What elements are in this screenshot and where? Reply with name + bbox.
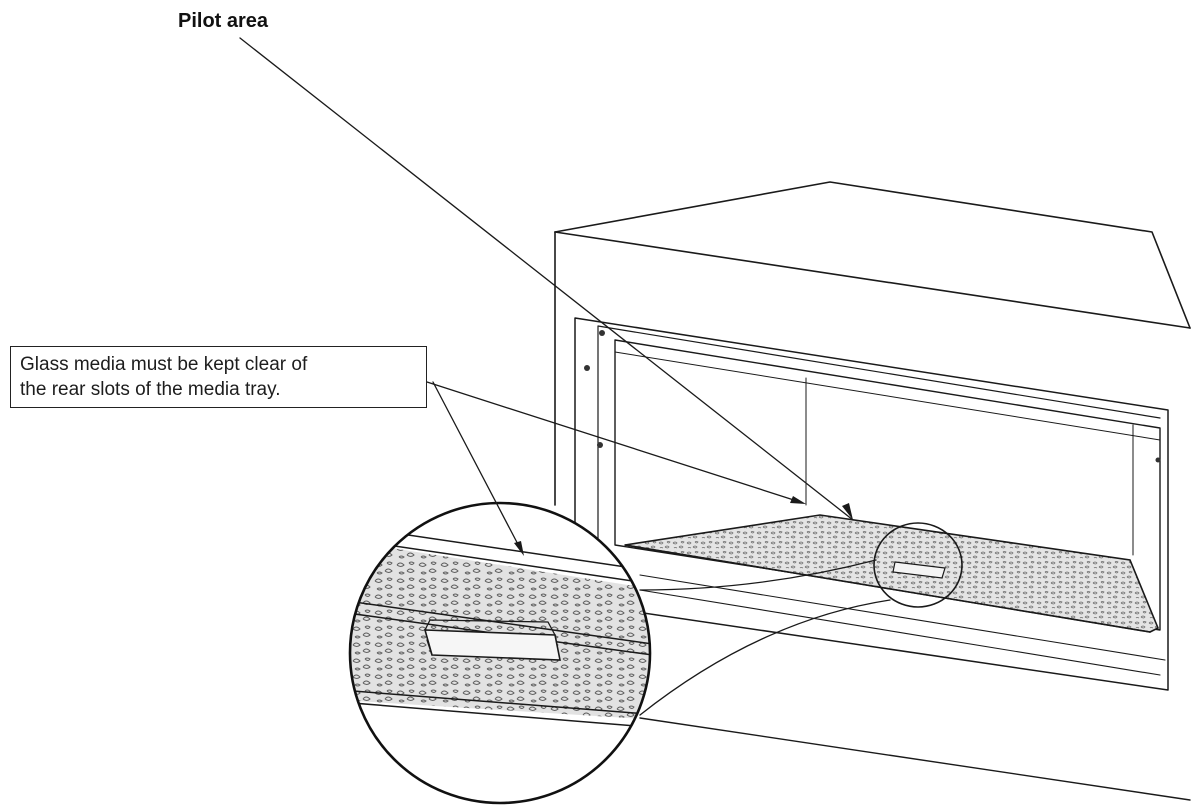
cabinet-front-top-edge [554, 231, 1191, 329]
note-arrowhead-zoom [514, 541, 524, 556]
screw-icon [584, 365, 590, 371]
cabinet-bottom-edge [639, 717, 1191, 801]
magnified-view-circle [348, 501, 652, 805]
magnified-view-content [350, 503, 650, 803]
media-clearance-note: Glass media must be kept clear of the re… [10, 346, 427, 408]
note-line-1: Glass media must be kept clear of [20, 354, 308, 375]
cabinet-top-edge [554, 181, 1191, 329]
screw-icon [597, 442, 603, 448]
zoom-connector-lower [639, 599, 891, 716]
note-arrowhead-tray [790, 496, 806, 504]
pilot-area-label: Pilot area [178, 10, 269, 32]
media-tray-front-edge [624, 544, 1151, 633]
pilot-area-circle [873, 522, 963, 608]
pilot-assembly [892, 561, 946, 579]
screw-icon [599, 330, 605, 336]
note-line-2: the rear slots of the media tray. [20, 379, 281, 400]
firebox-opening [614, 339, 1161, 631]
note-leader-tray [426, 381, 801, 503]
pilot-area-leader [239, 37, 854, 521]
firebox-top-lip [614, 351, 1161, 441]
fireplace-outer-frame [574, 317, 1169, 691]
media-tray [624, 514, 1160, 633]
screw-icon [1155, 457, 1161, 463]
lower-fascia-lines [639, 574, 1166, 676]
note-leader-zoom [432, 381, 523, 553]
zoom-connector-upper [639, 559, 877, 591]
pilot-area-arrowhead [842, 503, 853, 520]
